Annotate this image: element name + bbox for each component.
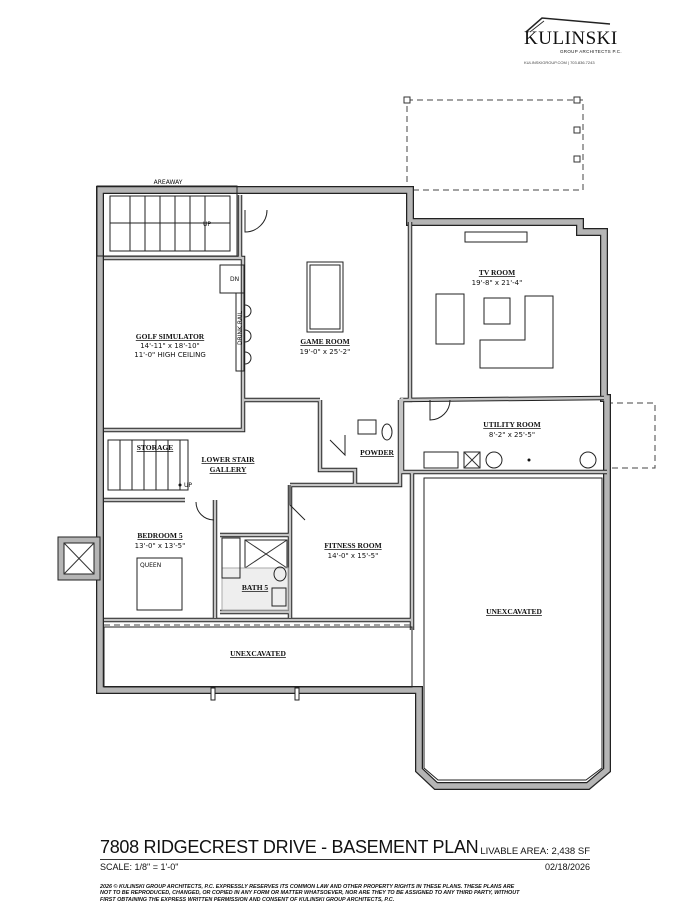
- exterior-walls: [96, 186, 611, 790]
- pool-table: [306, 261, 344, 333]
- company-logo: KULINSKI GROUP ARCHITECTS P.C. KULINSKIG…: [520, 14, 640, 66]
- gallery-name-2: GALLERY: [210, 465, 247, 474]
- queen-bed: [136, 557, 183, 611]
- utility-equipment: [423, 451, 459, 469]
- livable-area: LIVABLE AREA: 2,438 SF: [480, 846, 590, 857]
- title-divider: [100, 859, 590, 860]
- game-room-name: GAME ROOM: [300, 337, 349, 346]
- porch-outline: [406, 99, 584, 191]
- game-room-dims: 19'-0" x 25'-2": [300, 348, 351, 356]
- bedroom-dims: 13'-0" x 13'-5": [135, 542, 186, 550]
- water-heater: [485, 451, 503, 469]
- unexcavated-right-label: UNEXCAVATED: [486, 607, 542, 616]
- powder-toilet: [381, 423, 393, 441]
- porch-posts: [403, 96, 581, 163]
- drink-rail-label: DRINK RAIL: [237, 310, 244, 345]
- lower-stair: [107, 439, 189, 491]
- unexcavated-right-area: [423, 477, 603, 781]
- utility-exterior-outline: [607, 402, 656, 469]
- interior-walls: [104, 195, 607, 630]
- utility-room-dims: 8'-2" x 25'-5": [489, 431, 535, 439]
- logo-subtitle: GROUP ARCHITECTS P.C.: [560, 49, 622, 54]
- stair-down-label: DN: [230, 276, 239, 283]
- storage-name: STORAGE: [137, 443, 174, 452]
- plan-title: 7808 RIDGECREST DRIVE - BASEMENT PLAN: [100, 837, 479, 857]
- logo-contact: KULINSKIGROUP.COM | 703.836.7243: [524, 60, 595, 65]
- bath-vanity: [271, 587, 287, 607]
- sectional-sofa: [479, 295, 554, 369]
- closet: [221, 537, 241, 579]
- areaway-label: AREAWAY: [154, 179, 183, 186]
- water-heater-2: [579, 451, 597, 469]
- gallery-name: LOWER STAIR: [202, 455, 256, 464]
- golf-simulator-note: 11'-0" HIGH CEILING: [134, 351, 206, 359]
- tv-room-dims: 19'-8" x 21'-4": [472, 279, 523, 287]
- bath-name: BATH 5: [242, 583, 269, 592]
- plan-date: 02/18/2026: [544, 862, 590, 872]
- copyright-notice: 2026 © KULINSKI GROUP ARCHITECTS, P.C. E…: [100, 884, 520, 903]
- stair-up-label: UP: [203, 221, 211, 228]
- fitness-room-dims: 14'-0" x 15'-5": [328, 552, 379, 560]
- tv-console: [464, 231, 528, 243]
- drink-rail: [235, 292, 245, 372]
- upper-stair: [109, 195, 231, 252]
- doors: [195, 209, 451, 521]
- fitness-room-name: FITNESS ROOM: [324, 541, 381, 550]
- stair-down: [219, 264, 245, 294]
- powder-name: POWDER: [360, 448, 394, 457]
- bed-label: QUEEN: [140, 562, 161, 569]
- logo-name: KULINSKI: [524, 28, 618, 49]
- powder-sink: [357, 419, 377, 435]
- bar-stools: [244, 304, 252, 365]
- sofa: [435, 293, 465, 345]
- coffee-table: [483, 297, 511, 325]
- bedroom-name: BEDROOM 5: [137, 531, 182, 540]
- tv-room-name: TV ROOM: [479, 268, 515, 277]
- stair-up-label-2: UP: [184, 482, 192, 489]
- roof-logo-icon: [525, 17, 611, 33]
- unexcavated-bottom-label: UNEXCAVATED: [230, 649, 286, 658]
- golf-simulator-name: GOLF SIMULATOR: [136, 332, 205, 341]
- bath-tile-floor: [221, 567, 289, 611]
- foundation-posts: [210, 687, 300, 701]
- floor-plan: AREAWAY UP UP DN DRINK RAIL: [57, 96, 656, 790]
- golf-simulator-dims: 14'-11" x 18'-10": [140, 342, 200, 350]
- utility-room-name: UTILITY ROOM: [483, 420, 540, 429]
- plan-scale: SCALE: 1/8" = 1'-0": [100, 862, 179, 872]
- unexcavated-bottom-area: [103, 626, 413, 688]
- bath-toilet: [273, 566, 287, 582]
